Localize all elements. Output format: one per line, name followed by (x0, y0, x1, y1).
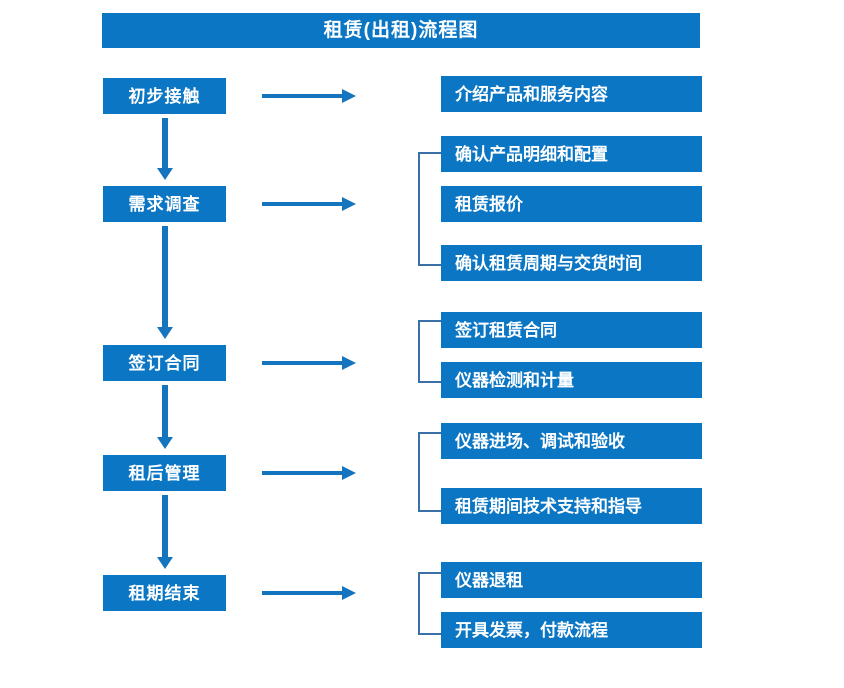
flow-arrow-down-3 (157, 385, 173, 451)
stage-node-5[interactable]: 租期结束 (103, 575, 226, 611)
detail-node-10[interactable]: 开具发票，付款流程 (441, 612, 702, 648)
detail-node-9-label: 仪器退租 (455, 570, 523, 590)
chart-title: 租赁(出租)流程图 (323, 20, 479, 41)
stage-node-5-label: 租期结束 (128, 583, 201, 603)
flow-arrow-down-4 (157, 495, 173, 571)
detail-node-2-label: 确认产品明细和配置 (455, 144, 608, 164)
detail-node-3[interactable]: 租赁报价 (441, 186, 702, 222)
stage-node-4[interactable]: 租后管理 (103, 455, 226, 491)
stage-node-1[interactable]: 初步接触 (103, 78, 226, 114)
group-bracket-3 (418, 320, 441, 383)
detail-node-7[interactable]: 仪器进场、调试和验收 (441, 423, 702, 459)
detail-node-3-label: 租赁报价 (455, 194, 523, 214)
detail-node-9[interactable]: 仪器退租 (441, 562, 702, 598)
flow-arrow-down-2 (157, 226, 173, 341)
link-arrow-right-1 (262, 89, 357, 103)
stage-node-4-label: 租后管理 (128, 463, 201, 483)
detail-node-8[interactable]: 租赁期间技术支持和指导 (441, 488, 702, 524)
link-arrow-right-5 (262, 586, 357, 600)
detail-node-6[interactable]: 仪器检测和计量 (441, 362, 702, 398)
detail-node-5[interactable]: 签订租赁合同 (441, 312, 702, 348)
link-arrow-right-3 (262, 356, 357, 370)
stage-node-2[interactable]: 需求调查 (103, 186, 226, 222)
link-arrow-right-4 (262, 466, 357, 480)
flow-arrow-down-1 (157, 118, 173, 182)
detail-node-4[interactable]: 确认租赁周期与交货时间 (441, 245, 702, 281)
group-bracket-4 (418, 432, 441, 512)
detail-node-6-label: 仪器检测和计量 (455, 370, 574, 390)
group-bracket-5 (418, 572, 441, 635)
group-bracket-2 (418, 152, 441, 266)
chart-title-bar: 租赁(出租)流程图 (102, 13, 700, 48)
detail-node-8-label: 租赁期间技术支持和指导 (455, 496, 642, 516)
detail-node-10-label: 开具发票，付款流程 (455, 620, 608, 640)
detail-node-1-label: 介绍产品和服务内容 (455, 84, 608, 104)
detail-node-7-label: 仪器进场、调试和验收 (455, 431, 625, 451)
detail-node-1[interactable]: 介绍产品和服务内容 (441, 76, 702, 112)
stage-node-2-label: 需求调查 (128, 194, 201, 214)
stage-node-3[interactable]: 签订合同 (103, 345, 226, 381)
detail-node-2[interactable]: 确认产品明细和配置 (441, 136, 702, 172)
link-arrow-right-2 (262, 197, 357, 211)
detail-node-5-label: 签订租赁合同 (455, 320, 557, 340)
stage-node-3-label: 签订合同 (128, 353, 201, 373)
stage-node-1-label: 初步接触 (128, 86, 201, 106)
detail-node-4-label: 确认租赁周期与交货时间 (455, 253, 642, 273)
